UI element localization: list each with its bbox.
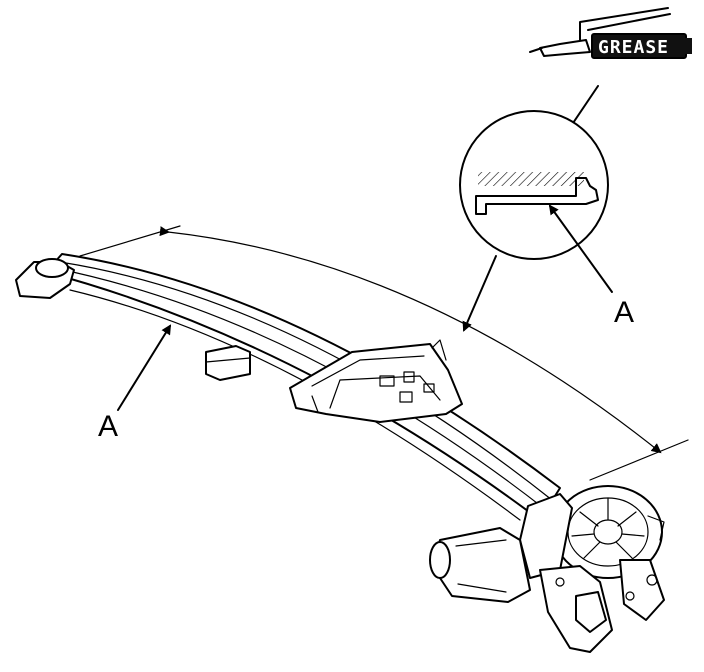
detail-circle (459, 110, 613, 293)
dimension-arc (79, 225, 689, 481)
grease-tube-icon: GREASE (529, 7, 692, 59)
callout-a-left-pointer (117, 324, 172, 411)
regulator-rail (15, 253, 561, 521)
regulator-motor (429, 485, 665, 653)
callout-a-right: A (614, 296, 634, 329)
detail-to-rail-pointer (462, 255, 497, 332)
callout-a-left: A (98, 410, 118, 443)
grease-label: GREASE (598, 37, 669, 58)
glass-carrier (289, 339, 463, 423)
